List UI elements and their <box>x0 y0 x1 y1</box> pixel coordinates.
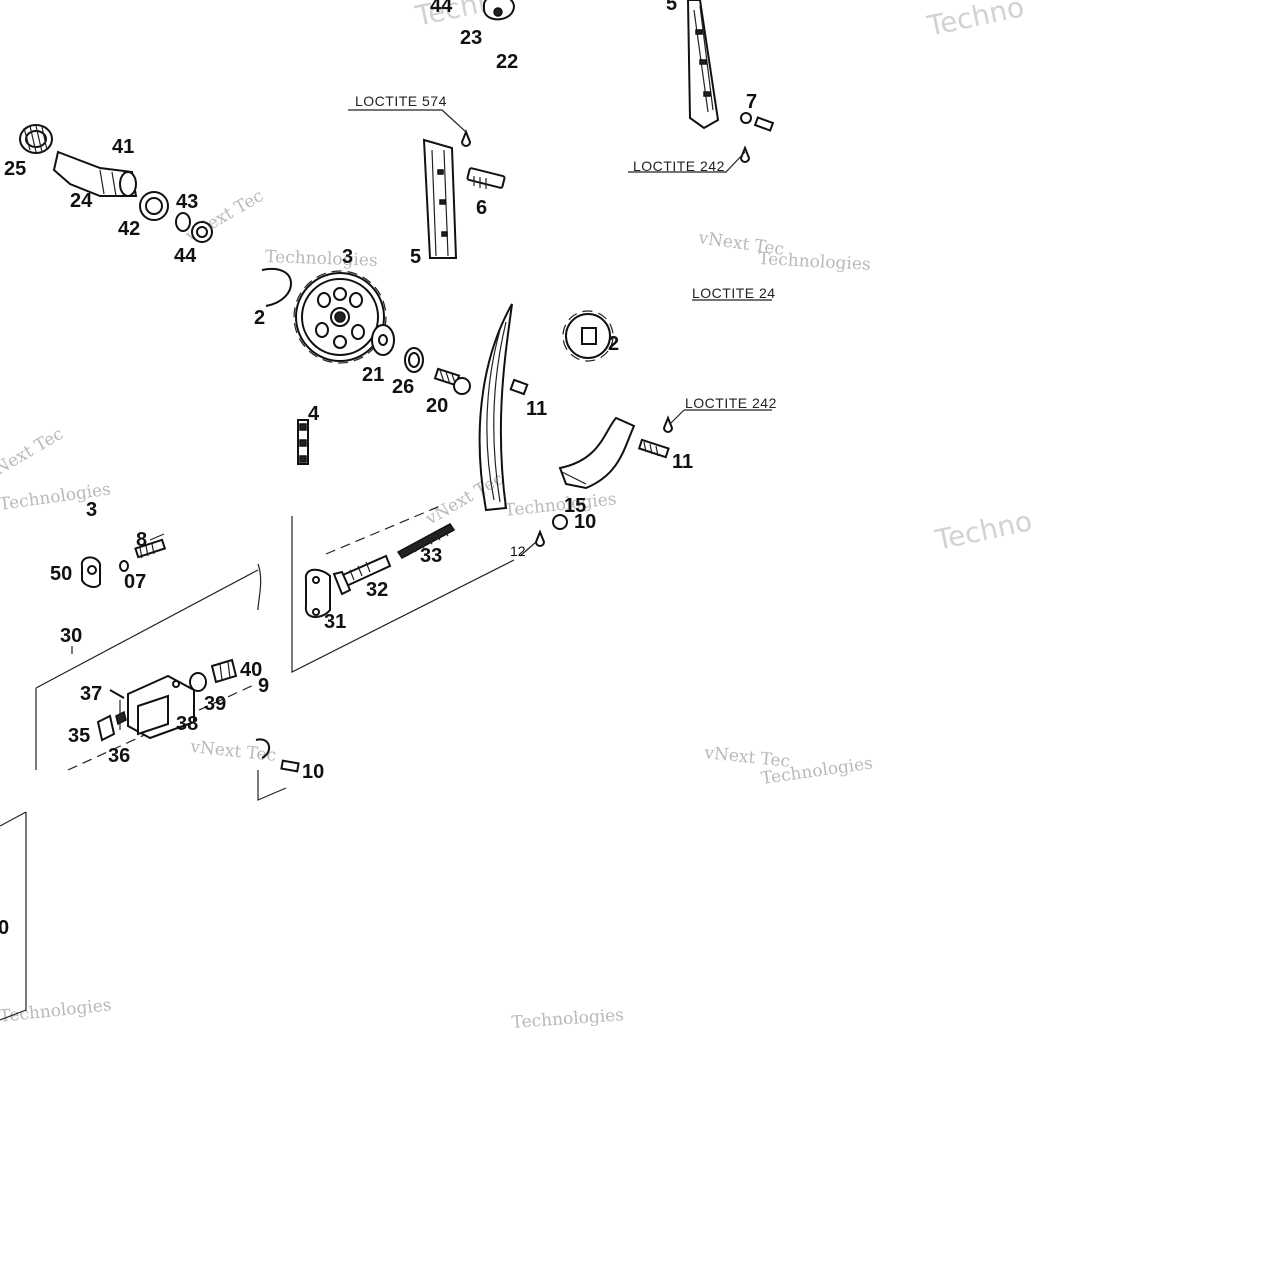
part-callout: 5 <box>410 246 421 268</box>
tensioner-arm <box>558 416 636 490</box>
part-callout: 41 <box>112 136 134 158</box>
part-callout: 12 <box>510 543 526 559</box>
part-callout: 37 <box>80 683 102 705</box>
watermark-text: Techno <box>932 504 1035 557</box>
nut-7 <box>740 112 752 124</box>
tensioner-housing <box>127 674 195 740</box>
chain-guide-upper <box>686 0 720 130</box>
washer-07 <box>119 560 129 572</box>
part-callout: 21 <box>362 364 384 386</box>
part-callout: 26 <box>392 376 414 398</box>
pin-37 <box>109 689 125 699</box>
part-callout: 30 <box>60 625 82 647</box>
part-callout: 39 <box>204 693 226 715</box>
crank-sprocket <box>562 310 614 362</box>
part-callout: 35 <box>68 725 90 747</box>
plug-40 <box>210 658 238 684</box>
part-callout: 36 <box>108 745 130 767</box>
guide-pin <box>466 167 506 189</box>
o-ring <box>175 212 191 232</box>
loctite-note: LOCTITE 242 <box>633 158 725 174</box>
clip-9 <box>255 738 271 759</box>
watermark-text: vNext Tec <box>0 424 67 485</box>
loctite-note: LOCTITE 574 <box>355 93 447 109</box>
part-callout: 24 <box>70 190 93 212</box>
lock-washer <box>404 347 424 373</box>
part-callout: 44 <box>174 245 197 267</box>
watermark-text: Techno <box>924 0 1027 43</box>
part-callout: 8 <box>136 529 147 551</box>
tensioner-spring <box>396 523 456 559</box>
part-callout: 10 <box>302 761 324 783</box>
sprocket-bolt <box>433 367 471 395</box>
part-callout: 44 <box>430 0 453 17</box>
part-callout: 10 <box>574 511 596 533</box>
part-callout: 22 <box>496 51 518 73</box>
part-callout: 25 <box>4 158 26 180</box>
cam-sprocket <box>293 270 387 364</box>
part-callout: 6 <box>476 197 487 219</box>
roller-bearing-top <box>483 0 516 21</box>
tensioner-bolt-10 <box>552 514 568 530</box>
tensioner-cap-35 <box>96 714 116 742</box>
watermark-text: Technologies <box>0 995 112 1027</box>
watermark-text: Technologies <box>511 1005 625 1033</box>
part-callout: 2 <box>254 307 265 329</box>
clamp-50 <box>80 556 101 588</box>
part-callout: 7 <box>746 91 757 113</box>
part-callout: 32 <box>366 579 388 601</box>
part-callout: 50 <box>50 563 72 585</box>
part-callout: 0 <box>0 917 9 939</box>
watermark-layer: Techno Techno vNext Tec Technologies vNe… <box>0 0 1035 1033</box>
part-callout: 3 <box>86 499 97 521</box>
needle-bearing <box>19 124 53 154</box>
seal-ring <box>191 221 213 243</box>
bolt-8 <box>134 538 167 559</box>
screw-bottom <box>280 759 300 773</box>
part-callout: 11 <box>526 398 547 420</box>
part-callout: 07 <box>124 571 146 593</box>
camshaft <box>52 150 138 197</box>
part-callout: 15 <box>564 495 586 517</box>
part-callout: 4 <box>308 403 320 425</box>
part-callout: 20 <box>426 395 448 417</box>
part-callout: 2 <box>608 333 619 355</box>
part-callout: 31 <box>324 611 346 633</box>
washer-39 <box>189 672 207 692</box>
part-callout: 42 <box>118 218 140 240</box>
part-callout: 43 <box>176 191 198 213</box>
part-callout: 23 <box>460 27 482 49</box>
part-callout: 5 <box>666 0 677 15</box>
watermark-text: Technologies <box>265 247 378 271</box>
part-callout: 3 <box>342 246 353 268</box>
part-callout: 38 <box>176 713 198 735</box>
spring-36 <box>115 710 127 726</box>
watermark-text: Technologies <box>758 249 871 275</box>
part-callout: 9 <box>258 675 269 697</box>
loctite-note: LOCTITE 24 <box>692 285 776 301</box>
loctite-note: LOCTITE 242 <box>685 395 777 411</box>
large-o-ring <box>261 267 292 307</box>
callout-leaders <box>71 533 165 730</box>
tensioner-plunger <box>332 554 392 596</box>
pivot-screw <box>509 378 529 396</box>
tensioner-gasket <box>304 568 331 618</box>
chain-guide-lower <box>478 303 513 512</box>
small-screw-top <box>753 116 775 132</box>
thrust-washer <box>371 324 395 356</box>
part-callout: 11 <box>672 451 693 473</box>
cam-lobe-bearing <box>139 191 169 221</box>
guide-screw <box>637 438 670 459</box>
chain-link-4 <box>297 419 309 465</box>
part-callout: 33 <box>420 545 442 567</box>
loctite-leaders <box>348 109 772 557</box>
part-callout: 40 <box>240 659 262 681</box>
watermark-text: vNext Tec <box>188 737 277 766</box>
chain-guide-middle <box>422 138 458 259</box>
